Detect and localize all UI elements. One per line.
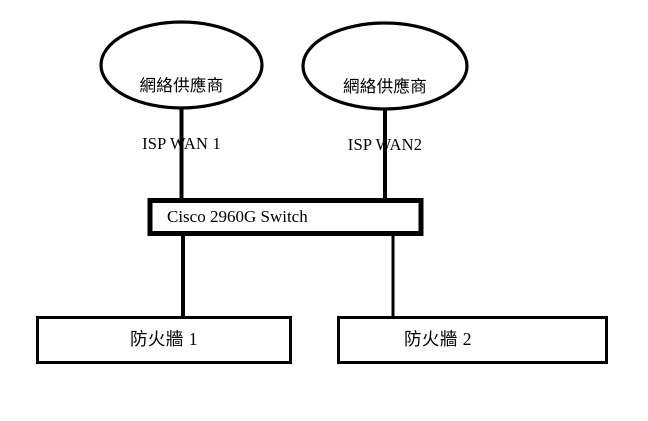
switch-node[interactable] — [147, 198, 424, 236]
connector-lines — [179, 106, 395, 318]
isp-wan2-node[interactable] — [301, 21, 469, 111]
isp-wan1-node[interactable] — [99, 20, 264, 110]
firewall1-node[interactable] — [36, 316, 292, 364]
firewall2-node[interactable] — [337, 316, 608, 364]
